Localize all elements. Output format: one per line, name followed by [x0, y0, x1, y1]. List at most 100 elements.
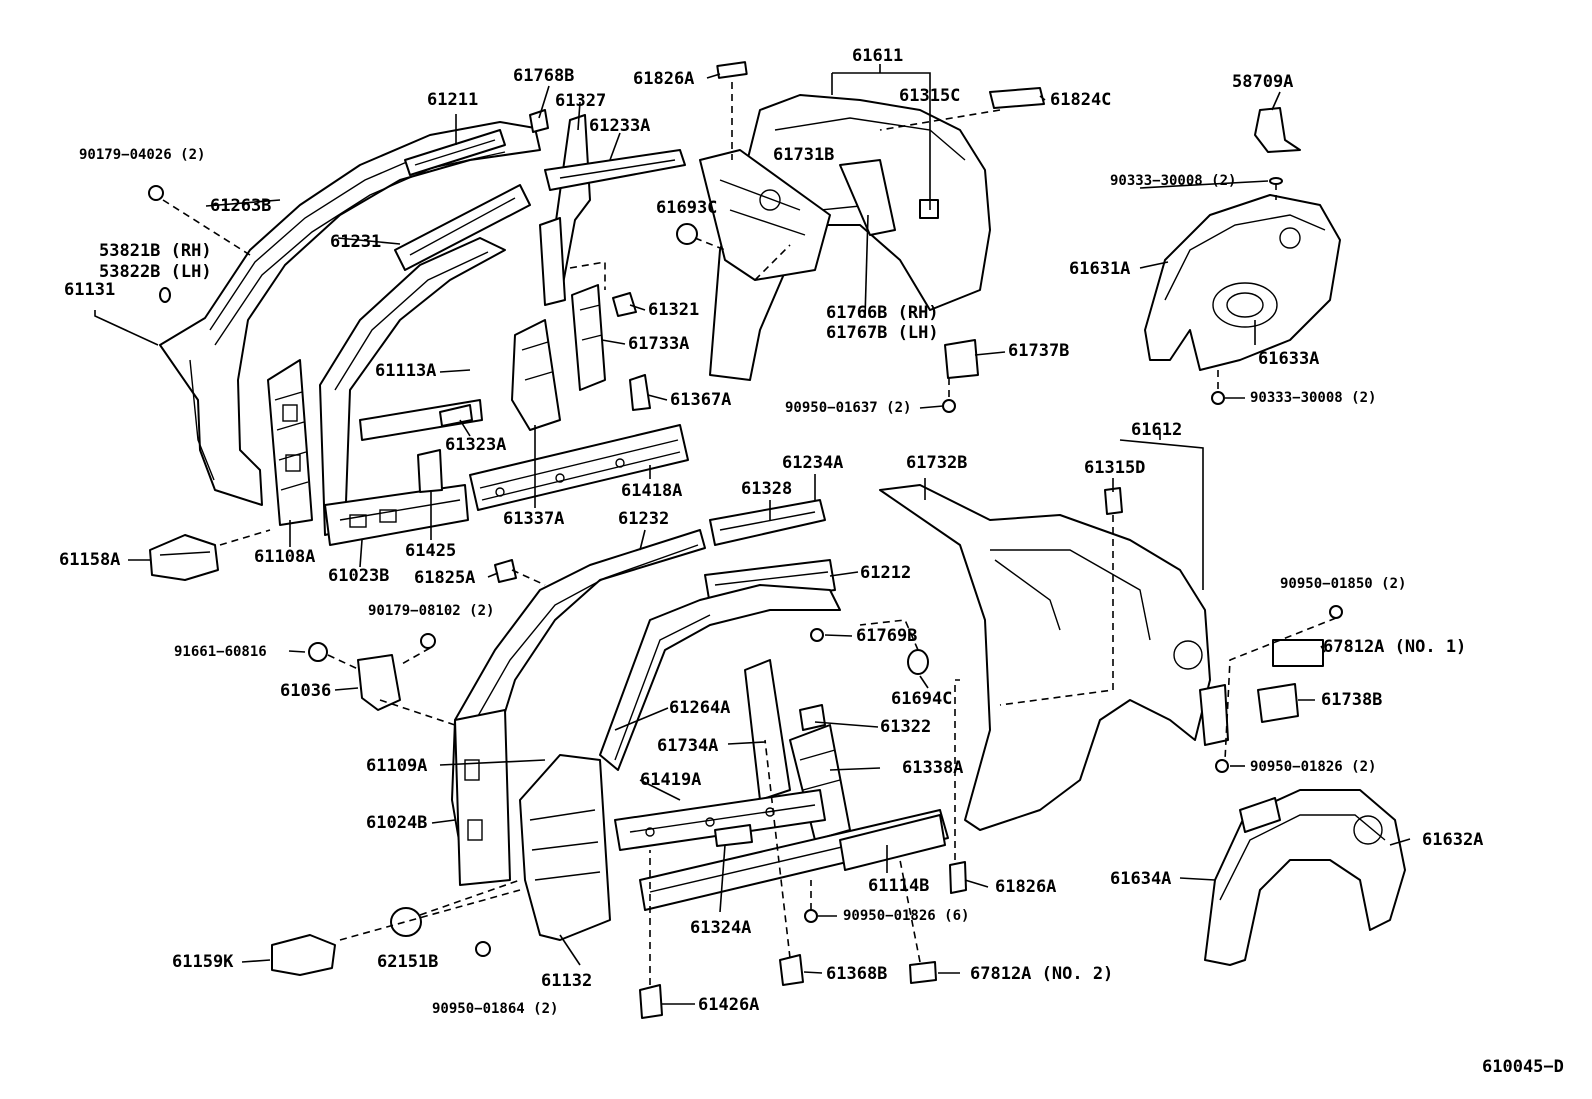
- label-61132: 61132: [541, 971, 593, 991]
- nut-90950-01637: [942, 399, 956, 413]
- nut-90333-bottom: [1211, 391, 1225, 405]
- upper-small-brackets: [417, 61, 748, 493]
- label-61634a: 61634A: [1110, 869, 1172, 889]
- label-90950-01826-6: 90950−01826 (6): [843, 908, 970, 924]
- label-61633a: 61633A: [1258, 349, 1320, 369]
- label-61426a: 61426A: [698, 995, 760, 1015]
- label-61323a: 61323A: [445, 435, 507, 455]
- label-61114b: 61114B: [868, 876, 930, 896]
- label-61321: 61321: [648, 300, 700, 320]
- label-61826a-bottom: 61826A: [995, 877, 1057, 897]
- label-61419a: 61419A: [640, 770, 702, 790]
- part-61737b-shape: [944, 339, 979, 379]
- nut-90950-01826-6: [804, 909, 818, 923]
- label-61768b: 61768B: [513, 66, 575, 86]
- label-61367a: 61367A: [670, 390, 732, 410]
- dashed-alignment-lines: [162, 82, 1337, 985]
- label-61231: 61231: [330, 232, 382, 252]
- label-90950-01826-2: 90950−01826 (2): [1250, 759, 1377, 775]
- upper-side-panel-assembly: [159, 121, 541, 526]
- label-61315c: 61315C: [899, 86, 961, 106]
- lower-left-small-parts: [149, 534, 937, 1019]
- label-61368b: 61368B: [826, 964, 888, 984]
- nut-90950-01864: [475, 941, 491, 957]
- label-61211: 61211: [427, 90, 479, 110]
- label-61338a: 61338A: [902, 758, 964, 778]
- diagram-id-label: 610045−D: [1482, 1057, 1564, 1077]
- label-61733a: 61733A: [628, 334, 690, 354]
- label-61732b: 61732B: [906, 453, 968, 473]
- label-53822b: 53822B (LH): [99, 262, 212, 282]
- label-61264a: 61264A: [669, 698, 731, 718]
- label-61315d: 61315D: [1084, 458, 1146, 478]
- label-61322: 61322: [880, 717, 932, 737]
- label-90950-01850: 90950−01850 (2): [1280, 576, 1407, 592]
- label-61826a-top: 61826A: [633, 69, 695, 89]
- label-61036: 61036: [280, 681, 332, 701]
- label-61233a: 61233A: [589, 116, 651, 136]
- label-61737b: 61737B: [1008, 341, 1070, 361]
- label-61327: 61327: [555, 91, 607, 111]
- label-61825a: 61825A: [414, 568, 476, 588]
- label-61632a: 61632A: [1422, 830, 1484, 850]
- label-61694c: 61694C: [891, 689, 953, 709]
- clip-61769b: [810, 628, 824, 642]
- label-90950-01637: 90950−01637 (2): [785, 400, 912, 416]
- rocker-panel-upper: [469, 424, 689, 511]
- label-90333-30008-top: 90333−30008 (2): [1110, 173, 1237, 189]
- rear-quarter-outer-panel: [879, 484, 1324, 894]
- label-61159k: 61159K: [172, 952, 234, 972]
- label-61631a: 61631A: [1069, 259, 1131, 279]
- label-61824c: 61824C: [1050, 90, 1112, 110]
- label-61612: 61612: [1131, 420, 1183, 440]
- label-61324a: 61324A: [690, 918, 752, 938]
- label-61693c: 61693C: [656, 198, 718, 218]
- label-58709a: 58709A: [1232, 72, 1294, 92]
- leader-lines: [94, 64, 1411, 1005]
- label-62151b: 62151B: [377, 952, 439, 972]
- part-61693c-shape: [676, 223, 698, 245]
- label-61766b: 61766B (RH): [826, 303, 939, 323]
- label-61734a: 61734A: [657, 736, 719, 756]
- rear-quarter-upper-assembly: [699, 94, 991, 381]
- part-61824c-shape: [989, 87, 1045, 109]
- label-61731b: 61731B: [773, 145, 835, 165]
- label-61158a: 61158A: [59, 550, 121, 570]
- label-61738b: 61738B: [1321, 690, 1383, 710]
- label-61212: 61212: [860, 563, 912, 583]
- label-61769b: 61769B: [856, 626, 918, 646]
- label-61113a: 61113A: [375, 361, 437, 381]
- label-90950-01864: 90950−01864 (2): [432, 1001, 559, 1017]
- label-61131: 61131: [64, 280, 116, 300]
- label-61024b: 61024B: [366, 813, 428, 833]
- label-53821b: 53821B (RH): [99, 241, 212, 261]
- label-67812a-no1: 67812A (NO. 1): [1323, 637, 1467, 657]
- label-91661-60816: 91661−60816: [174, 644, 267, 660]
- label-61109a: 61109A: [366, 756, 428, 776]
- rear-wheelhouse-lower: [1204, 789, 1406, 966]
- label-61337a: 61337A: [503, 509, 565, 529]
- nut-90950-01850: [1329, 605, 1343, 619]
- clip-53821b: [159, 287, 171, 303]
- label-90179-04026: 90179−04026 (2): [79, 147, 206, 163]
- label-61611: 61611: [852, 46, 904, 66]
- label-90179-08102: 90179−08102 (2): [368, 603, 495, 619]
- label-67812a-no2: 67812A (NO. 2): [970, 964, 1114, 984]
- bolt-91661-60816: [308, 642, 328, 662]
- nut-90179-08102: [420, 633, 436, 649]
- label-61328: 61328: [741, 479, 793, 499]
- label-61767b: 61767B (LH): [826, 323, 939, 343]
- label-90333-30008-bottom: 90333−30008 (2): [1250, 390, 1377, 406]
- label-61234a: 61234A: [782, 453, 844, 473]
- label-61425: 61425: [405, 541, 457, 561]
- label-61108a: 61108A: [254, 547, 316, 567]
- label-61023b: 61023B: [328, 566, 390, 586]
- rear-wheelhouse-upper: [1144, 107, 1341, 371]
- label-61263b: 61263B: [210, 196, 272, 216]
- label-61418a: 61418A: [621, 481, 683, 501]
- lower-side-assembly: [451, 499, 841, 941]
- nut-90179-04026: [148, 185, 164, 201]
- label-61232: 61232: [618, 509, 670, 529]
